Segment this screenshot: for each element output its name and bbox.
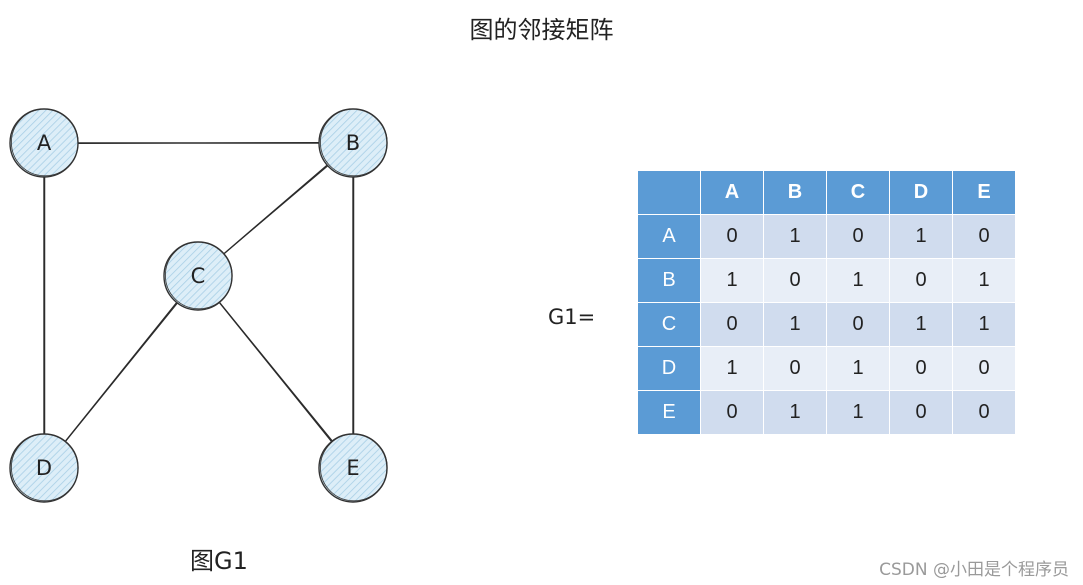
matrix-cell: 1 [889,302,953,347]
matrix-row-header: D [637,346,701,391]
node-label: C [191,264,206,288]
node-a: A [9,108,79,178]
matrix-col-header: A [700,170,764,215]
matrix-row: D 1 0 1 0 0 [637,346,1016,391]
matrix-cell: 0 [700,214,764,259]
matrix-cell: 1 [826,258,890,303]
node-circle-outline [319,433,388,502]
matrix-row-header: E [637,390,701,435]
matrix-cell: 0 [889,258,953,303]
matrix-cell: 0 [700,302,764,347]
matrix-cell: 0 [826,214,890,259]
node-label: D [36,456,52,480]
node-d: D [9,433,79,503]
matrix-cell: 1 [952,302,1016,347]
graph-nodes: A B C D E [9,108,388,503]
graph-caption: 图G1 [190,547,248,575]
node-circle-outline [164,241,233,310]
edge-c-e [219,302,333,442]
node-label: B [346,131,360,155]
node-c: C [163,241,233,311]
matrix-cell: 1 [763,302,827,347]
matrix-row: A 0 1 0 1 0 [637,214,1016,259]
matrix-cell: 0 [952,214,1016,259]
matrix-row-header: C [637,302,701,347]
graph-edges [43,141,355,443]
matrix-cell: 1 [763,214,827,259]
matrix-cell: 1 [826,390,890,435]
matrix-header-row: A B C D E [637,170,1016,215]
matrix-cell: 0 [889,346,953,391]
node-e: E [318,433,388,503]
matrix-row: E 0 1 1 0 0 [637,390,1016,435]
edge-a-b [78,141,321,145]
adjacency-matrix: A B C D E A 0 1 0 1 0 B 1 0 1 0 1 C 0 1 … [637,170,1016,435]
matrix-col-header: E [952,170,1016,215]
matrix-corner-cell [637,170,701,215]
edge-b-c [224,165,329,254]
matrix-cell: 1 [700,346,764,391]
matrix-cell: 1 [952,258,1016,303]
matrix-cell: 1 [700,258,764,303]
matrix-cell: 0 [763,346,827,391]
matrix-cell: 0 [700,390,764,435]
watermark: CSDN @小田是个程序员 [879,560,1069,580]
matrix-cell: 1 [763,390,827,435]
matrix-cell: 0 [763,258,827,303]
node-circle-outline [319,108,388,177]
matrix-cell: 1 [889,214,953,259]
matrix-row-header: B [637,258,701,303]
node-circle-outline [10,433,79,502]
matrix-row: B 1 0 1 0 1 [637,258,1016,303]
node-b: B [318,108,388,178]
matrix-label: G1= [548,305,596,329]
matrix-col-header: D [889,170,953,215]
edge-c-d [65,302,178,442]
node-label: E [346,456,359,480]
node-circle-outline [10,108,79,177]
matrix-col-header: B [763,170,827,215]
matrix-row: C 0 1 0 1 1 [637,302,1016,347]
matrix-row-header: A [637,214,701,259]
matrix-cell: 0 [889,390,953,435]
matrix-cell: 0 [826,302,890,347]
matrix-col-header: C [826,170,890,215]
matrix-cell: 0 [952,346,1016,391]
node-label: A [37,131,52,155]
matrix-cell: 1 [826,346,890,391]
matrix-cell: 0 [952,390,1016,435]
page-title: 图的邻接矩阵 [469,16,614,44]
